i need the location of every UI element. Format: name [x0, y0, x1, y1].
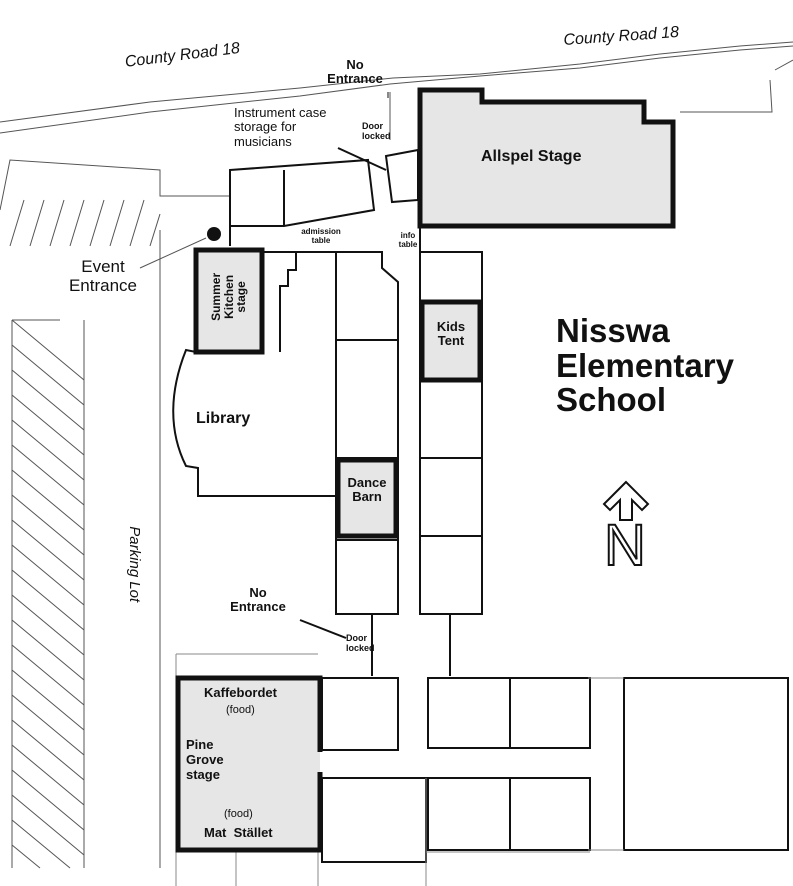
instrument-line3: musicians [234, 133, 292, 149]
dance-barn-building[interactable] [335, 457, 399, 539]
no-entrance-bottom-pointer [299, 619, 347, 639]
no-entrance-top-label: No Entrance [320, 57, 390, 87]
no-entrance-top-line1: No [346, 57, 364, 72]
admission-line1: admission [301, 227, 341, 236]
instrument-line1: Instrument case [234, 105, 327, 120]
kids-tent-line2: Tent [437, 333, 465, 349]
summer-kitchen-label: Summer Kitchen stage [209, 257, 249, 337]
pine-grove-line3: stage [186, 766, 220, 782]
bottom-outline [425, 677, 624, 886]
pine-grove-line2: Grove [186, 751, 224, 767]
summer-kitchen-annex [262, 251, 297, 352]
info-table-label: info table [394, 231, 422, 250]
info-line1: info [400, 231, 416, 240]
door-vestibule [384, 148, 419, 204]
school-line3: School [556, 381, 667, 419]
north-arrow-icon [602, 480, 650, 521]
info-line2: table [398, 239, 418, 249]
summer-kitchen-line1: Summer [209, 272, 224, 321]
pine-grove-stage-building[interactable] [175, 675, 323, 853]
food-label-2: (food) [224, 808, 253, 820]
door-locked-bottom-line1: Door [346, 633, 367, 643]
mat-stallet-label: Mat Stället [204, 825, 273, 840]
summer-kitchen-line3: stage [234, 281, 249, 313]
no-entrance-bottom-label: No Entrance [220, 585, 296, 615]
admission-table-label: admission table [296, 227, 346, 246]
kids-tent-label: Kids Tent [424, 319, 478, 349]
kaffebordet-label: Kaffebordet [204, 685, 277, 700]
event-entrance-pointer [139, 237, 207, 269]
dance-barn-label: Dance Barn [340, 475, 394, 505]
road-upper-line [0, 41, 793, 123]
pine-grove-label: Pine Grove stage [186, 737, 224, 783]
event-entrance-line1: Event [81, 257, 125, 276]
no-entrance-top-line2: Entrance [327, 71, 383, 87]
allspel-stage-label: Allspel Stage [481, 148, 582, 165]
allspel-stage-building[interactable] [417, 87, 676, 229]
no-entrance-bottom-line1: No [249, 585, 267, 600]
door-locked-top-label: Door locked [362, 121, 391, 142]
summer-kitchen-stage-building[interactable] [193, 247, 265, 355]
school-line1: Nisswa [556, 312, 670, 349]
door-locked-top-line2: locked [362, 130, 391, 141]
food-label-1: (food) [226, 704, 255, 716]
school-name: Nisswa Elementary School [556, 312, 734, 419]
door-locked-top-line1: Door [362, 121, 383, 131]
instrument-pointer [337, 147, 387, 171]
county-road-outline [0, 45, 793, 211]
dance-barn-line2: Barn [352, 489, 382, 505]
left-wing-building [335, 251, 399, 615]
kids-tent-building[interactable] [419, 299, 483, 383]
pine-grove-line1: Pine [186, 737, 214, 752]
parking-stripes-left [11, 230, 161, 869]
library-building[interactable] [172, 348, 336, 497]
admission-line2: table [311, 235, 331, 245]
admission-table-line [229, 226, 336, 253]
door-locked-bottom-label: Door locked [346, 633, 375, 654]
school-line2: Elementary [556, 346, 734, 384]
event-entrance-label: Event Entrance [58, 257, 148, 295]
kids-tent-line1: Kids [436, 319, 466, 334]
no-entrance-bottom-line2: Entrance [230, 599, 286, 615]
dance-barn-line1: Dance [347, 475, 387, 490]
north-letter: N [603, 513, 647, 579]
parking-stripes-top [9, 199, 161, 247]
library-label: Library [196, 410, 251, 427]
instrument-line2: storage for [234, 119, 297, 135]
door-locked-bottom-line2: locked [346, 642, 375, 653]
event-entrance-marker[interactable] [207, 227, 221, 241]
instrument-storage-building[interactable] [229, 158, 376, 227]
event-entrance-line2: Entrance [68, 275, 138, 295]
parking-lot-label: Parking Lot [126, 526, 144, 603]
instrument-storage-label: Instrument case storage for musicians [234, 105, 327, 149]
bottom-buildings [321, 677, 789, 863]
